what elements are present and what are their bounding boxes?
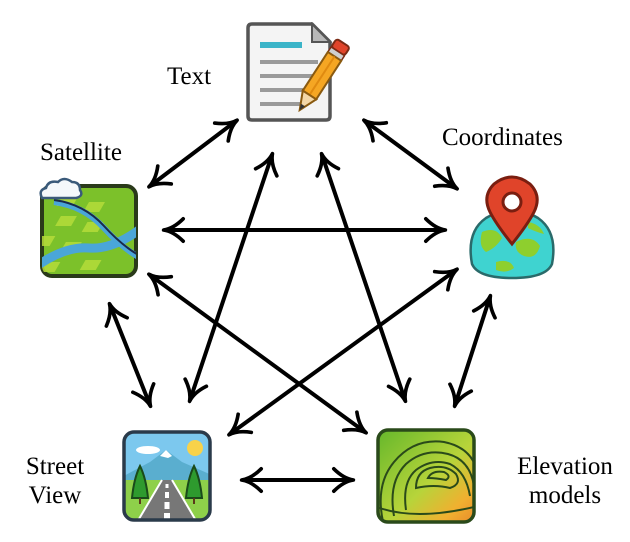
edge-coordinates-streetview — [227, 267, 459, 437]
label-street-view-line-2: View — [28, 482, 82, 509]
node-street-view — [120, 428, 214, 524]
satellite-map-icon — [39, 177, 138, 278]
label-satellite: Satellite — [40, 139, 122, 166]
node-text — [240, 22, 360, 124]
label-elevation-models: Elevation models — [505, 452, 625, 510]
contour-map-icon — [376, 428, 476, 524]
edge-text-elevation — [315, 151, 412, 404]
globe-map-pin-icon — [469, 175, 555, 280]
label-elevation-line-2: models — [528, 482, 602, 509]
label-street-view: Street View — [16, 452, 94, 510]
road-landscape-icon — [122, 430, 212, 522]
document-pencil-icon — [246, 22, 350, 122]
label-coordinates: Coordinates — [442, 124, 563, 151]
edge-satellite-streetview — [104, 301, 156, 409]
node-satellite — [34, 176, 140, 280]
edge-satellite-elevation — [147, 272, 368, 435]
edge-text-satellite — [147, 118, 239, 189]
node-coordinates — [466, 172, 558, 280]
node-elevation-models — [374, 426, 478, 526]
edge-coordinates-elevation — [448, 293, 497, 409]
edge-text-streetview — [183, 151, 279, 404]
label-text: Text — [167, 63, 212, 90]
label-street-view-line-1: Street — [25, 453, 85, 480]
label-elevation-line-1: Elevation — [517, 453, 613, 480]
